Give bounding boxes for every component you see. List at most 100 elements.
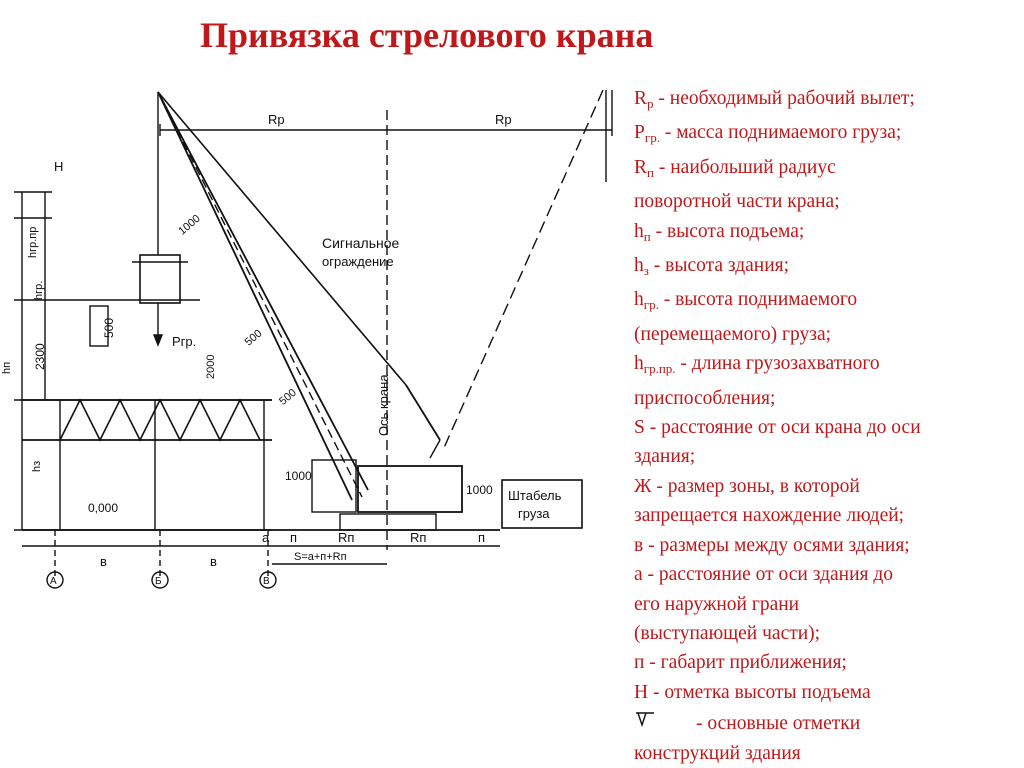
legend-item: hгр.пр. - длина грузозахватного: [634, 349, 1020, 383]
axis-a-marker: [46, 571, 64, 589]
legend-item: здания;: [634, 442, 1020, 471]
legend-subscript: гр.пр.: [643, 361, 676, 377]
dim-a-label: а: [262, 530, 270, 545]
dim-v1-label: в: [100, 554, 107, 569]
dim-p2-label: п: [478, 530, 485, 545]
legend-item: Rр - необходимый рабочий вылет;: [634, 84, 1020, 118]
h-gr-pr-label: hгр.пр: [27, 227, 39, 258]
legend-item: Pгр. - масса поднимаемого груза;: [634, 118, 1020, 152]
legend-item: приспособления;: [634, 384, 1020, 413]
dim-1000-left-label: 1000: [285, 469, 312, 483]
legend-subscript: з: [643, 263, 649, 279]
legend-text: поворотной части крана;: [634, 191, 840, 213]
legend-item: Rп - наибольший радиус: [634, 153, 1020, 187]
stack-label-2: груза: [518, 506, 550, 521]
legend-item: Ж - размер зоны, в которой: [634, 472, 1020, 501]
legend-item: запрещается нахождение людей;: [634, 501, 1020, 530]
legend-text: (выступающей части);: [634, 622, 821, 644]
legend-item: S - расстояние от оси крана до оси: [634, 413, 1020, 442]
legend-item: а - расстояние от оси здания до: [634, 560, 1020, 589]
legend-subscript: п: [643, 228, 651, 244]
h-gr-label: hгр.: [33, 281, 45, 300]
legend-text: - высота здания;: [648, 255, 790, 277]
legend-text: - необходимый рабочий вылет;: [653, 88, 915, 109]
legend-item: (выступающей части);: [634, 619, 1020, 648]
dim-rn1-label: Rп: [338, 530, 354, 545]
legend-item: H - отметка высоты подъема: [634, 678, 1020, 707]
axis-a-label: А: [50, 576, 57, 587]
dim-v2-label: в: [210, 554, 217, 569]
legend-subscript: п: [647, 164, 654, 180]
legend-text: - наибольший радиус: [653, 156, 836, 178]
legend-subscript: гр.: [643, 297, 659, 313]
legend-item: hгр. - высота поднимаемого: [634, 285, 1020, 319]
legend-item: hз - высота здания;: [634, 251, 1020, 285]
legend-symbol: P: [634, 122, 645, 144]
signal-fence-label-1: Сигнальное: [322, 235, 400, 251]
load-rect: [139, 254, 181, 304]
legend-text: - длина грузозахватного: [675, 353, 880, 375]
axis-v-label: В: [263, 576, 270, 587]
axis-b-marker: [151, 571, 169, 589]
legend-symbol: h: [634, 255, 644, 277]
rp-left-label: Rр: [268, 112, 285, 127]
cargo-stack: [501, 479, 583, 529]
legend-symbol: h: [634, 220, 644, 242]
legend-text: S - расстояние от оси крана до оси: [634, 417, 921, 439]
legend-item: его наружной грани: [634, 590, 1020, 619]
legend-item: (перемещаемого) груза;: [634, 320, 1020, 349]
legend-text: а - расстояние от оси здания до: [634, 564, 894, 586]
axis-b-label: Б: [155, 576, 162, 587]
elevation-mark-icon: [634, 707, 656, 728]
legend-text: п - габарит приближения;: [634, 652, 847, 674]
legend-text: запрещается нахождение людей;: [634, 505, 905, 527]
dim-2300-label: 2300: [33, 343, 47, 370]
legend-text: приспособления;: [634, 387, 776, 409]
dim-2000-label: 2000: [205, 355, 217, 379]
legend-text: здания;: [634, 446, 696, 468]
legend-symbol: R: [634, 156, 648, 178]
legend-item: поворотной части крана;: [634, 187, 1020, 216]
crane-body: [357, 465, 463, 513]
legend-symbol: h: [634, 353, 644, 375]
legend-item: в - размеры между осями здания;: [634, 531, 1020, 560]
dim-500-top-label: 500: [102, 318, 116, 338]
dim-rn2-label: Rп: [410, 530, 426, 545]
dim-1000-boom-label: 1000: [176, 213, 202, 238]
legend-list: Rр - необходимый рабочий вылет;Pгр. - ма…: [634, 84, 1020, 768]
dim-500-b-label: 500: [277, 387, 299, 408]
legend-subscript: р: [647, 96, 654, 111]
dim-1000-right-label: 1000: [466, 483, 493, 497]
legend-text: - основные отметки: [696, 713, 861, 735]
max-reach-dashed-line: [442, 89, 604, 451]
boom-line: [157, 91, 353, 501]
legend-text: H - отметка высоты подъема: [634, 681, 871, 703]
boom-cable-line: [157, 91, 407, 386]
legend-text: в - размеры между осями здания;: [634, 534, 910, 556]
roof-truss: [59, 398, 261, 442]
legend-text: - высота поднимаемого: [658, 289, 858, 311]
crane-layout-diagram: Rр Rр H hгр.пр hгр. hп 2300 500 Pгр. 200…: [1, 89, 613, 589]
legend-text: - высота подъема;: [650, 220, 805, 242]
slide-title: Привязка стрелового крана: [200, 15, 654, 55]
dim-500-a-label: 500: [243, 328, 265, 349]
p-gr-label: Pгр.: [172, 334, 196, 349]
legend-item: п - габарит приближения;: [634, 648, 1020, 677]
stack-label-1: Штабель: [508, 488, 562, 503]
legend-text: Ж - размер зоны, в которой: [634, 475, 860, 497]
s-formula-label: S=а+п+Rп: [294, 551, 347, 563]
zero-mark-label: 0,000: [88, 501, 118, 515]
legend-item: hп - высота подъема;: [634, 217, 1020, 251]
legend-subscript: гр.: [644, 130, 660, 146]
h-n-label: hп: [1, 362, 13, 374]
legend-symbol: h: [634, 289, 644, 311]
legend-symbol: R: [634, 88, 648, 109]
legend-item: - основные отметки: [634, 707, 1020, 738]
rp-right-label: Rр: [495, 112, 512, 127]
legend-text: - масса поднимаемого груза;: [659, 122, 902, 144]
axis-v-marker: [259, 571, 277, 589]
crane-axis-label: Ось крана: [376, 374, 391, 436]
legend-text: (перемещаемого) груза;: [634, 323, 832, 345]
legend-item: конструкций здания: [634, 739, 1020, 768]
h-label: H: [54, 159, 63, 174]
